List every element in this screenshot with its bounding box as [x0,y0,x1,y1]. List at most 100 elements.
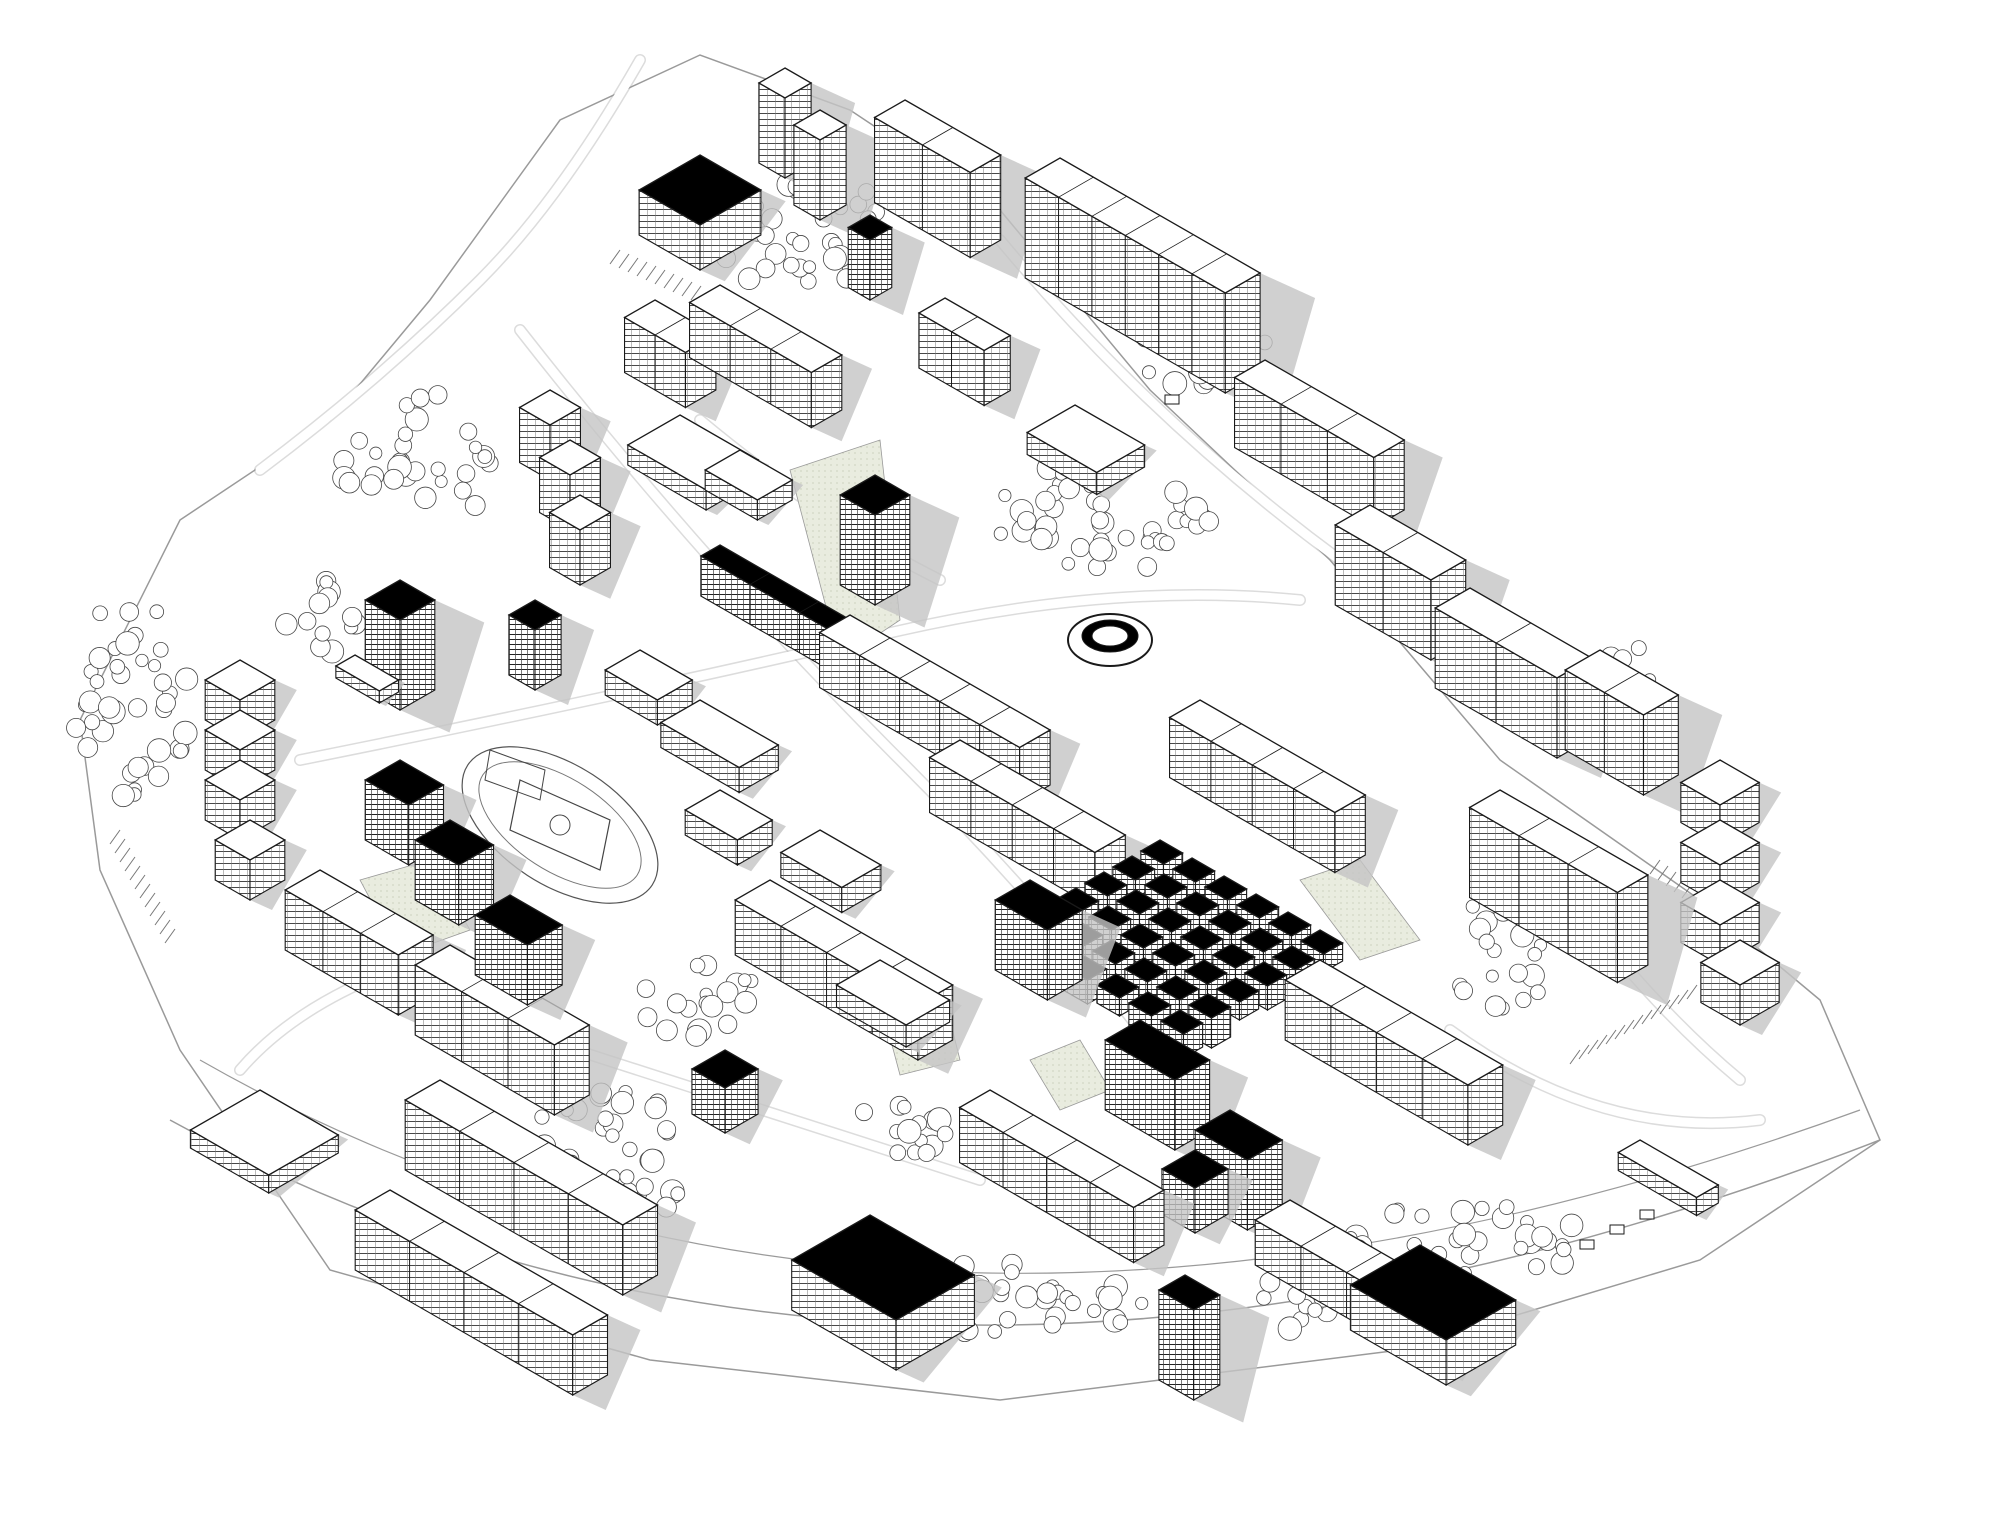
tree-icon [1070,538,1090,558]
building-roof [1025,404,1146,474]
tree-icon [1140,535,1155,550]
parking-stripe [1569,1049,1581,1065]
low-building-north-east [1025,404,1157,500]
roof-divider [1518,817,1550,837]
tree-icon [1531,1226,1553,1248]
roof-divider [654,317,686,336]
parking-lot [609,249,702,301]
football-pitch [509,779,611,871]
parking-stripe [609,249,621,265]
tower-dark-south-tall [1157,1274,1270,1423]
parking-stripe [124,856,136,872]
tree-icon [360,474,382,496]
tree-icon [689,957,706,974]
building-roof [835,959,951,1026]
parking-stripe [681,281,693,297]
parking-stripe [654,269,666,285]
tree-icon [297,612,317,631]
building-roof [203,709,277,751]
building-shadow [1643,695,1723,815]
school-center-4 [779,829,895,919]
tree-icon [173,720,198,746]
building-roof [757,67,813,99]
building-roof [1151,941,1196,967]
tree-icon [89,674,105,689]
parking-stripe [1632,1014,1644,1030]
parking-stripe [1578,1044,1590,1060]
building-roof [1139,839,1184,865]
building-roof [1147,907,1192,933]
tree-icon [1098,1285,1123,1311]
tree-icon [115,631,140,656]
building-roof [507,599,563,631]
tree-icon [92,605,108,622]
dense-block [1267,911,1312,955]
tree-icon [1164,480,1188,504]
building-roof [1175,891,1220,917]
tree-icon [1484,995,1507,1017]
building-roof [334,654,400,692]
roof-divider [1046,1139,1078,1158]
roof-divider [1089,1164,1121,1183]
tree-icon [610,1090,634,1115]
tree-icon [1064,1295,1081,1312]
building-roof [603,649,694,701]
tree-cluster [332,385,499,516]
dark-row-3 [473,894,596,1020]
tree-icon [350,432,368,450]
building-roof [1179,925,1224,951]
building-roof [363,579,437,621]
building-roof [1235,893,1280,919]
low-building-southwest [189,1089,349,1198]
building-roof [1349,1244,1518,1341]
parking-stripe [129,865,141,881]
tree-icon [1112,1314,1129,1330]
tree-icon [1450,1199,1475,1225]
tree-icon [1162,371,1188,396]
center-circle [549,814,571,836]
building-roof [1699,939,1781,986]
roof-divider [1280,386,1312,405]
tree-icon [855,1103,873,1122]
roof-divider [1012,787,1043,806]
tree-icon [917,1143,936,1162]
parking-stripe [134,874,146,890]
parking-stripe [1665,871,1677,887]
tree-icon [1087,1303,1102,1318]
parking-stripe [1657,865,1669,881]
slab-east-3 [1563,649,1723,815]
tower-dark-west-small [507,599,595,705]
building-facade-front [793,124,821,221]
tree-icon [1030,527,1053,551]
car-icon [1609,1224,1625,1235]
parking-stripe [1614,1024,1626,1040]
tree-icon [172,742,189,759]
building-roof [1115,889,1160,915]
small-building-west [334,654,406,706]
roof-divider [1567,846,1599,865]
school-center-3 [683,789,786,872]
roof-divider [1002,1114,1034,1133]
building-roof [1103,1019,1211,1081]
tree-icon [1384,1203,1405,1224]
tree-icon [464,495,486,516]
building-roof [637,154,763,226]
tree-icon [319,575,334,590]
roof-divider [1376,1012,1412,1033]
building-roof [1171,857,1216,883]
tree-icon [734,990,757,1014]
roof-divider [513,1142,549,1163]
roof-divider [1346,1252,1382,1273]
tree-icon [700,994,724,1018]
tree-icon [993,526,1008,541]
tree-icon [1035,490,1056,512]
parking-stripe [119,847,131,863]
roof-divider [1422,1038,1458,1060]
tree-icon [127,756,149,778]
sports-field [461,746,659,904]
parking-stripe [636,261,648,277]
tree-icon [175,667,199,691]
building-roof [189,1089,340,1176]
tree-icon [889,1144,907,1162]
roof-divider [951,316,978,333]
